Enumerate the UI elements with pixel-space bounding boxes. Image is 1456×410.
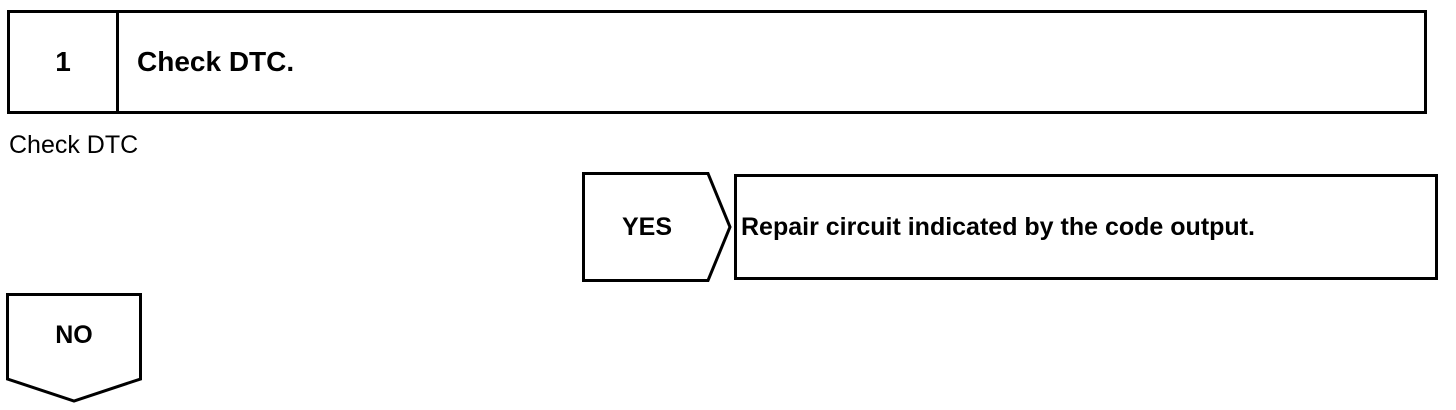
no-label: NO [55,320,93,349]
yes-result-box: Repair circuit indicated by the code out… [734,174,1438,280]
yes-branch-arrow: YES [582,172,732,282]
step-title: Check DTC. [137,46,295,77]
down-arrow-icon [6,293,142,403]
right-arrow-icon [582,172,732,282]
yes-label: YES [621,212,673,241]
step-instruction: Check DTC [9,131,139,159]
step-header: 1 Check DTC. [7,10,1427,114]
no-branch-arrow: NO [6,293,142,403]
step-number: 1 [10,13,119,111]
